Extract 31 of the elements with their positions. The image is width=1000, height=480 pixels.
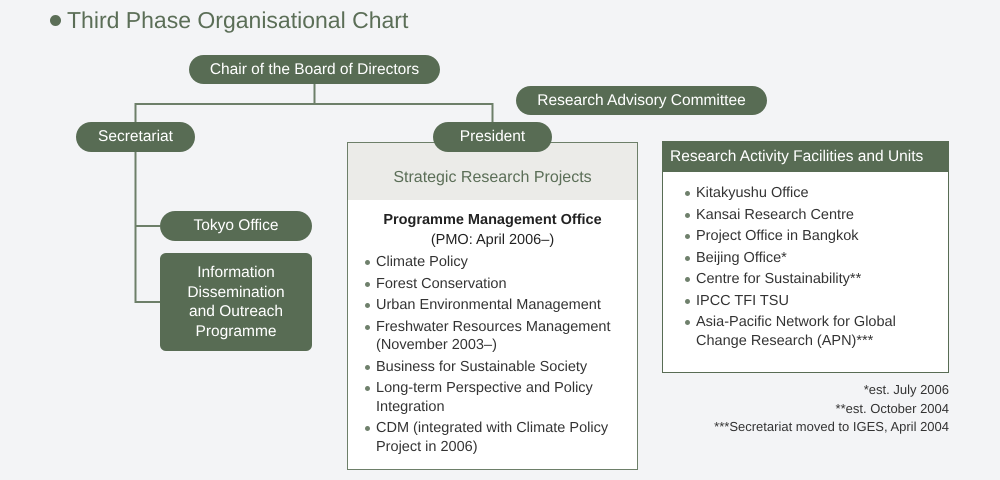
footnote: ***Secretariat moved to IGES, April 2004	[714, 418, 949, 436]
role-pill: Secretariat	[76, 122, 195, 152]
list-item: Business for Sustainable Society	[376, 358, 588, 376]
connector-line	[134, 152, 160, 303]
connector-line	[314, 84, 494, 122]
project-panel	[347, 142, 638, 470]
panel-header: Strategic Research Projects	[348, 143, 637, 200]
role-pill: President	[433, 122, 552, 152]
role-pill: Research Advisory Committee	[516, 86, 767, 115]
list-item: Urban Environmental Management	[376, 296, 602, 314]
role-pill: Chair of the Board of Directors	[189, 55, 440, 84]
facilities-panel	[662, 141, 949, 373]
footnote: *est. July 2006	[862, 381, 949, 399]
programme-box: Information Dissemination and Outreach Programme	[160, 253, 312, 351]
list-item: Climate Policy	[376, 253, 469, 272]
list-item: Centre for Sustainability**	[696, 270, 862, 288]
role-pill: Tokyo Office	[160, 211, 312, 241]
chart-title: Third Phase Organisational Chart	[67, 6, 408, 34]
panel-subheading: Programme Management Office (PMO: April 2006–)	[382, 211, 603, 250]
panel-header: Research Activity Facilities and Units	[663, 142, 948, 172]
list-item: Kitakyushu Office	[696, 184, 810, 202]
list-item: Forest Conservation	[376, 274, 508, 293]
list-item: Freshwater Resources Management (November 2003–)	[376, 318, 612, 354]
list-item: Kansai Research Centre	[696, 206, 855, 224]
list-item: IPCC TFI TSU	[696, 292, 790, 310]
list-item: Long-term Perspective and Policy Integration	[376, 379, 594, 416]
list-item: Beijing Office*	[696, 248, 788, 267]
list-item: Project Office in Bangkok	[696, 227, 860, 246]
list-item: Asia-Pacific Network for Global Change Research (APN)***	[696, 313, 897, 350]
footnote: **est. October 2004	[834, 400, 949, 418]
list-item: CDM (integrated with Climate Policy Project in 2006)	[376, 419, 610, 456]
